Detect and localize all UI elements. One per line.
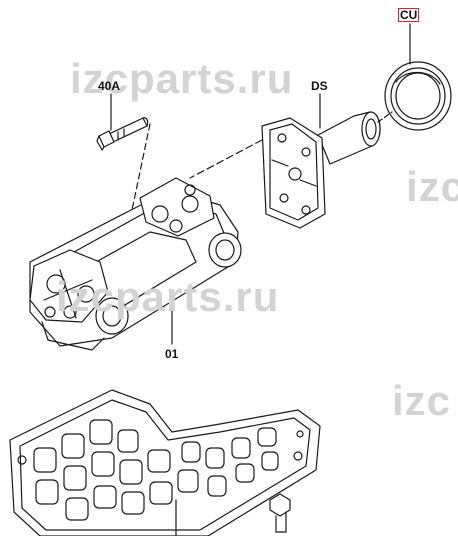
leader-line-shaft-to-seal xyxy=(377,111,393,123)
callout-cu-label: CU xyxy=(398,8,420,22)
skid-plate-grid xyxy=(33,419,279,521)
leader-line-bolt-to-yoke xyxy=(131,123,151,211)
double-cardan-joint-part xyxy=(29,177,242,351)
seal-ring-part xyxy=(384,61,452,131)
skid-plate-part xyxy=(9,389,321,536)
callout-ds-label: DS xyxy=(311,79,328,93)
leader-line-flange-to-joint xyxy=(189,139,263,179)
watermark-middle: izcparts.ru xyxy=(56,273,280,320)
callout-40a-label: 40A xyxy=(98,79,121,93)
skid-plate-bolt-part xyxy=(269,493,291,533)
watermark-top: izcparts.ru xyxy=(70,55,294,102)
flange-shaft-ds-part xyxy=(261,111,381,229)
bolt-40a-part xyxy=(96,117,149,151)
watermark-right-bottom: izc xyxy=(392,377,452,424)
watermark-right-top: izc xyxy=(406,163,458,210)
callout-01-label: 01 xyxy=(165,347,179,361)
